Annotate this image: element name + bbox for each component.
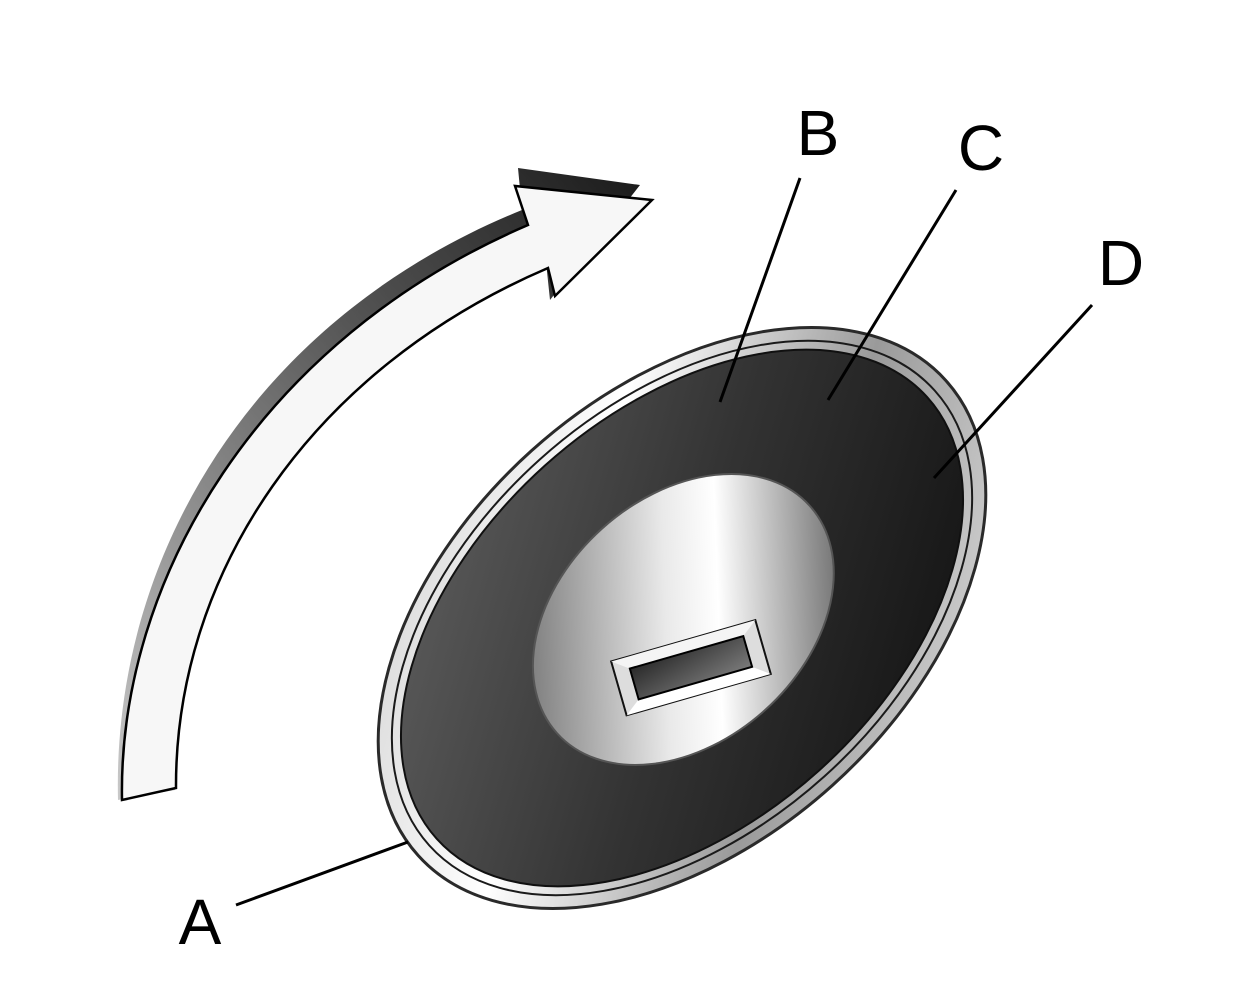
key-slot	[609, 618, 773, 717]
callout-c: C	[958, 112, 1004, 184]
leader-line-a	[235, 840, 409, 907]
leader-line-b	[718, 177, 802, 403]
callout-a: A	[179, 886, 222, 958]
lock-cylinder-face	[531, 473, 835, 766]
leader-line-c	[826, 189, 958, 401]
clockwise-arrow-icon	[117, 168, 655, 802]
leader-line-d	[932, 303, 1094, 480]
ignition-lock	[376, 326, 988, 910]
callout-d: D	[1098, 227, 1144, 299]
callout-b: B	[797, 97, 840, 169]
